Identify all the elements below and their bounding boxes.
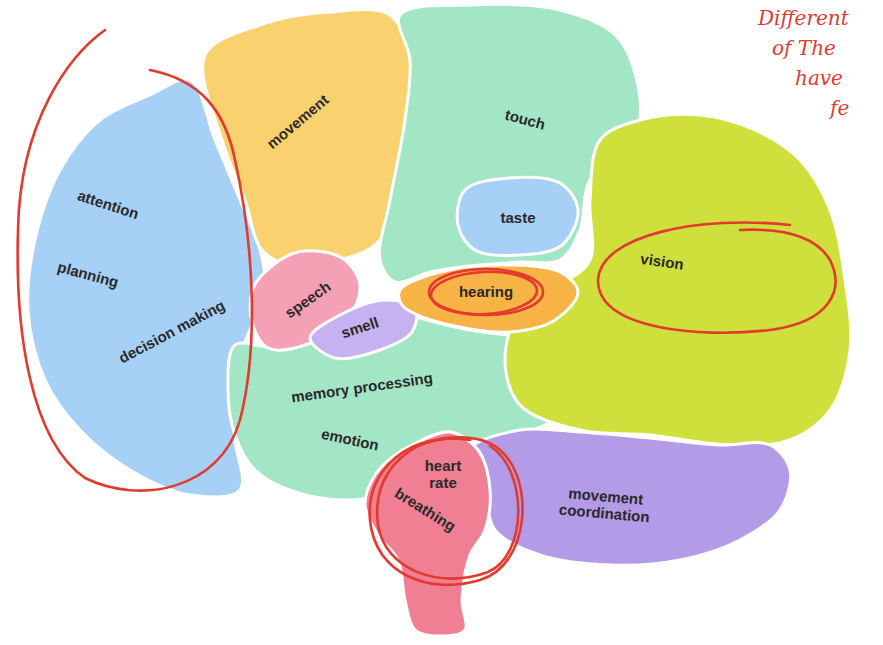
- handwritten-note: of The: [772, 38, 836, 58]
- annotation-circle: [598, 222, 835, 332]
- annotation-circle: [377, 438, 518, 579]
- handwritten-note: have: [795, 68, 843, 88]
- annotation-circle: [430, 269, 538, 316]
- annotation-circle: [370, 437, 523, 584]
- region-label: taste: [500, 210, 535, 227]
- brain-region: hearing: [382, 247, 596, 350]
- region-label: heart rate: [417, 458, 469, 491]
- region-label: hearing: [459, 284, 513, 301]
- annotation-circle: [18, 30, 252, 491]
- brain-region: taste: [440, 160, 596, 273]
- handwritten-note: fe: [830, 98, 849, 118]
- handwritten-note: Different: [758, 8, 849, 28]
